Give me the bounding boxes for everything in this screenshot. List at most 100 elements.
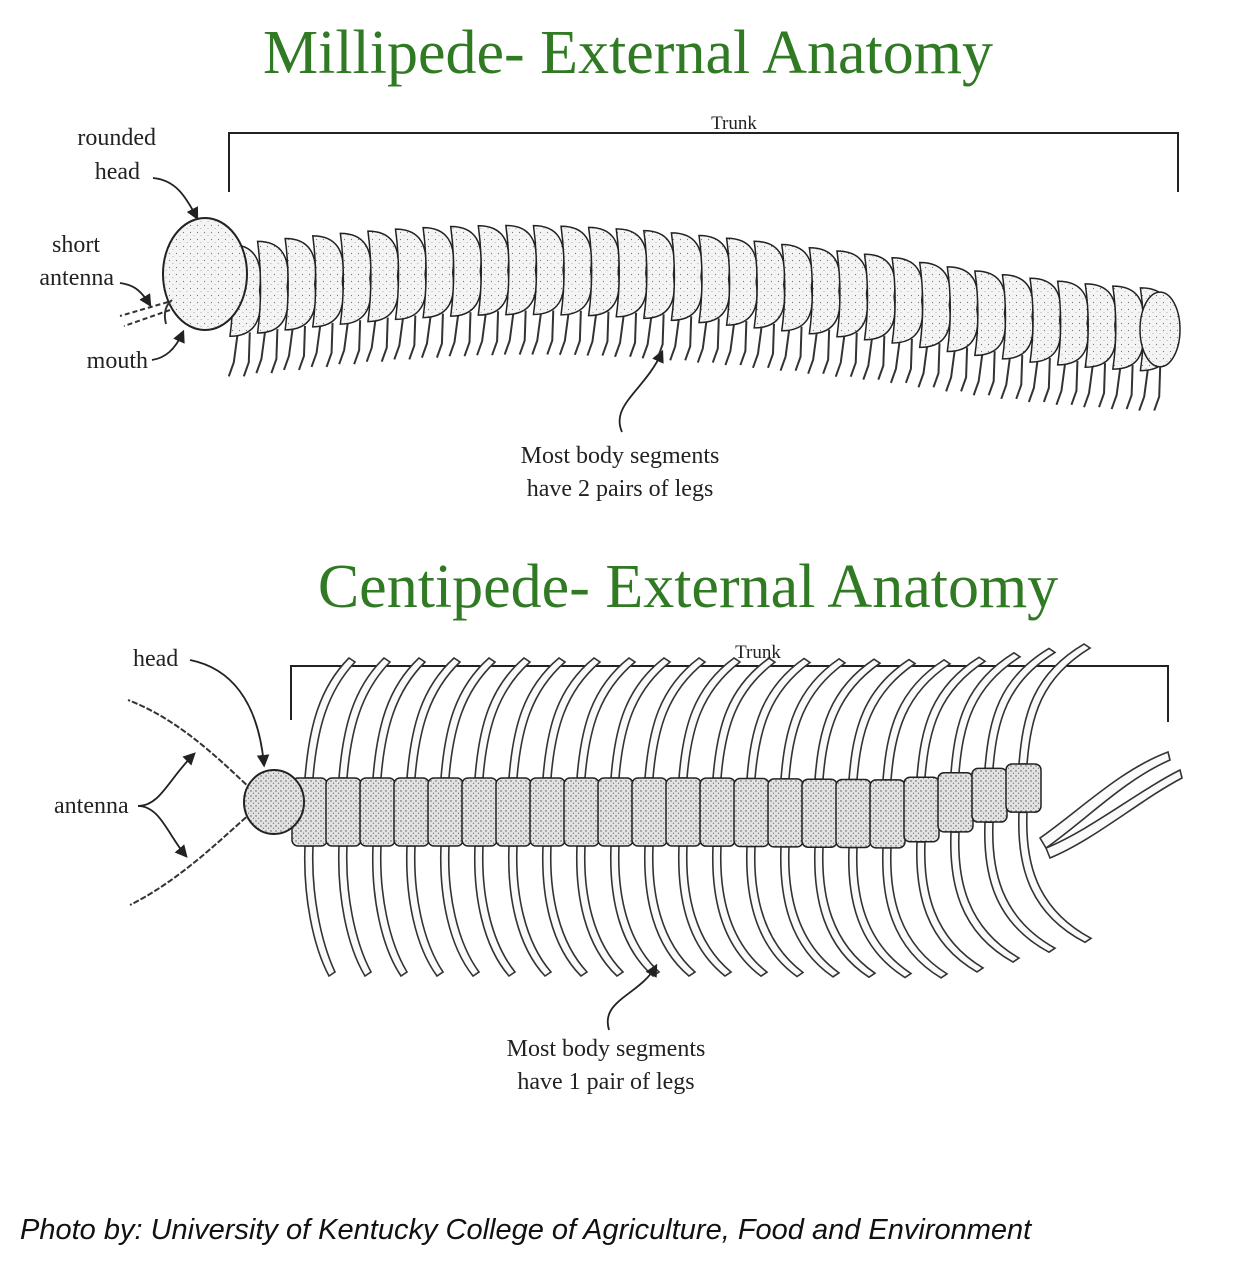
millipede-leg [255, 328, 267, 374]
centipede-segment [563, 777, 600, 847]
centipede-leg [915, 841, 985, 973]
millipede-leg [380, 317, 389, 362]
centipede-segment [937, 772, 974, 833]
millipede-leg [1042, 357, 1051, 403]
millipede-leg [393, 315, 405, 360]
centipede-segment [359, 777, 396, 847]
centipede-leg [950, 651, 1022, 774]
centipede-leg [847, 846, 913, 979]
millipede-leg [353, 320, 362, 365]
millipede-head [162, 217, 248, 331]
millipede-segment [449, 225, 482, 317]
millipede-leg [491, 311, 500, 356]
centipede-leg [337, 845, 373, 978]
photo-credit: Photo by: University of Kentucky College… [20, 1214, 1032, 1246]
centipede-trunk-label: Trunk [735, 642, 781, 663]
centipede-segment [495, 777, 532, 847]
centipede-leg [780, 657, 847, 780]
millipede-leg [463, 312, 472, 357]
centipede-leg [916, 656, 987, 779]
centipede-segment [801, 778, 838, 848]
centipede-leg [644, 657, 707, 779]
millipede-leg [338, 320, 350, 365]
centipede-leg [303, 845, 337, 978]
millipede-leg [1055, 360, 1067, 406]
millipede-leg [684, 316, 693, 361]
millipede-segment [394, 228, 427, 321]
millipede-title: Millipede- External Anatomy [262, 19, 994, 87]
millipede-segment [836, 250, 869, 338]
centipede-leg [1018, 643, 1092, 765]
millipede-leg [518, 310, 527, 355]
millipede-leg [325, 322, 334, 368]
millipede-leg [877, 335, 886, 380]
millipede-segment [670, 232, 703, 322]
millipede-leg [932, 343, 941, 388]
centipede-tail-legs [1038, 750, 1183, 860]
centipede-leg [338, 656, 392, 779]
millipede-segment [587, 226, 620, 317]
millipede-segment [753, 240, 786, 329]
millipede-leg [849, 332, 858, 378]
millipede-leg [283, 325, 294, 371]
centipede-segment [665, 777, 702, 847]
centipede-leg [372, 656, 427, 779]
centipede-leg [983, 821, 1057, 954]
millipede-segment [560, 225, 593, 316]
millipede-leg [1070, 360, 1079, 406]
centipede-title: Centipede- External Anatomy [317, 553, 1059, 621]
millipede-segment [339, 232, 372, 325]
centipede-leg [643, 845, 697, 977]
millipede-leg [420, 313, 432, 358]
millipede-segment [642, 229, 675, 320]
centipede-leg [882, 658, 952, 781]
centipede-leg [949, 831, 1021, 963]
millipede-segment [477, 225, 510, 316]
centipede-leg [507, 845, 553, 978]
millipede-leg [889, 338, 901, 384]
millipede-segment [780, 243, 813, 332]
millipede-mouth-label: mouth [86, 348, 148, 374]
millipede-segment [1029, 277, 1062, 363]
centipede-leg [1017, 811, 1093, 944]
centipede-leg [406, 656, 462, 779]
millipede-leg [1153, 366, 1162, 411]
millipede-short-antenna [119, 301, 171, 327]
millipede-leg [573, 310, 582, 356]
centipede-segment [1005, 763, 1042, 813]
millipede-leg [298, 325, 306, 371]
millipede-trunk-bracket [228, 132, 1179, 192]
centipede-head [243, 769, 305, 835]
millipede-segment [256, 240, 289, 334]
millipede-segment [505, 224, 538, 316]
millipede-segment [974, 270, 1007, 357]
millipede-leg [767, 323, 775, 369]
centipede-leg [576, 657, 637, 779]
millipede-leg [503, 310, 515, 355]
millipede-leg [242, 332, 251, 377]
millipede-leg [1000, 354, 1012, 400]
centipede-segment [597, 777, 634, 847]
centipede-leg [575, 845, 625, 978]
centipede-leg [473, 845, 517, 978]
millipede-leg [448, 312, 460, 357]
centipede-segment [869, 779, 906, 849]
millipede-leg [656, 314, 665, 359]
millipede-segment [946, 266, 979, 353]
millipede-segments-label-line2: have 2 pairs of legs [526, 476, 714, 502]
centipede-segment [971, 767, 1008, 823]
millipede-segment [1056, 280, 1089, 366]
millipede-leg [779, 326, 791, 372]
millipede-leg [945, 347, 957, 392]
millipede-segment [422, 226, 455, 319]
centipede-segments-label-line1: Most body segments [506, 1036, 706, 1062]
centipede-leg [779, 846, 841, 978]
centipede-leg [678, 657, 742, 779]
centipede-segment [903, 776, 940, 843]
millipede-leg [641, 314, 653, 359]
centipede-segment [461, 777, 498, 847]
millipede-segment [808, 246, 841, 335]
centipede-leg [814, 658, 882, 780]
millipede-segment [311, 235, 344, 328]
millipede-leg [669, 316, 681, 361]
